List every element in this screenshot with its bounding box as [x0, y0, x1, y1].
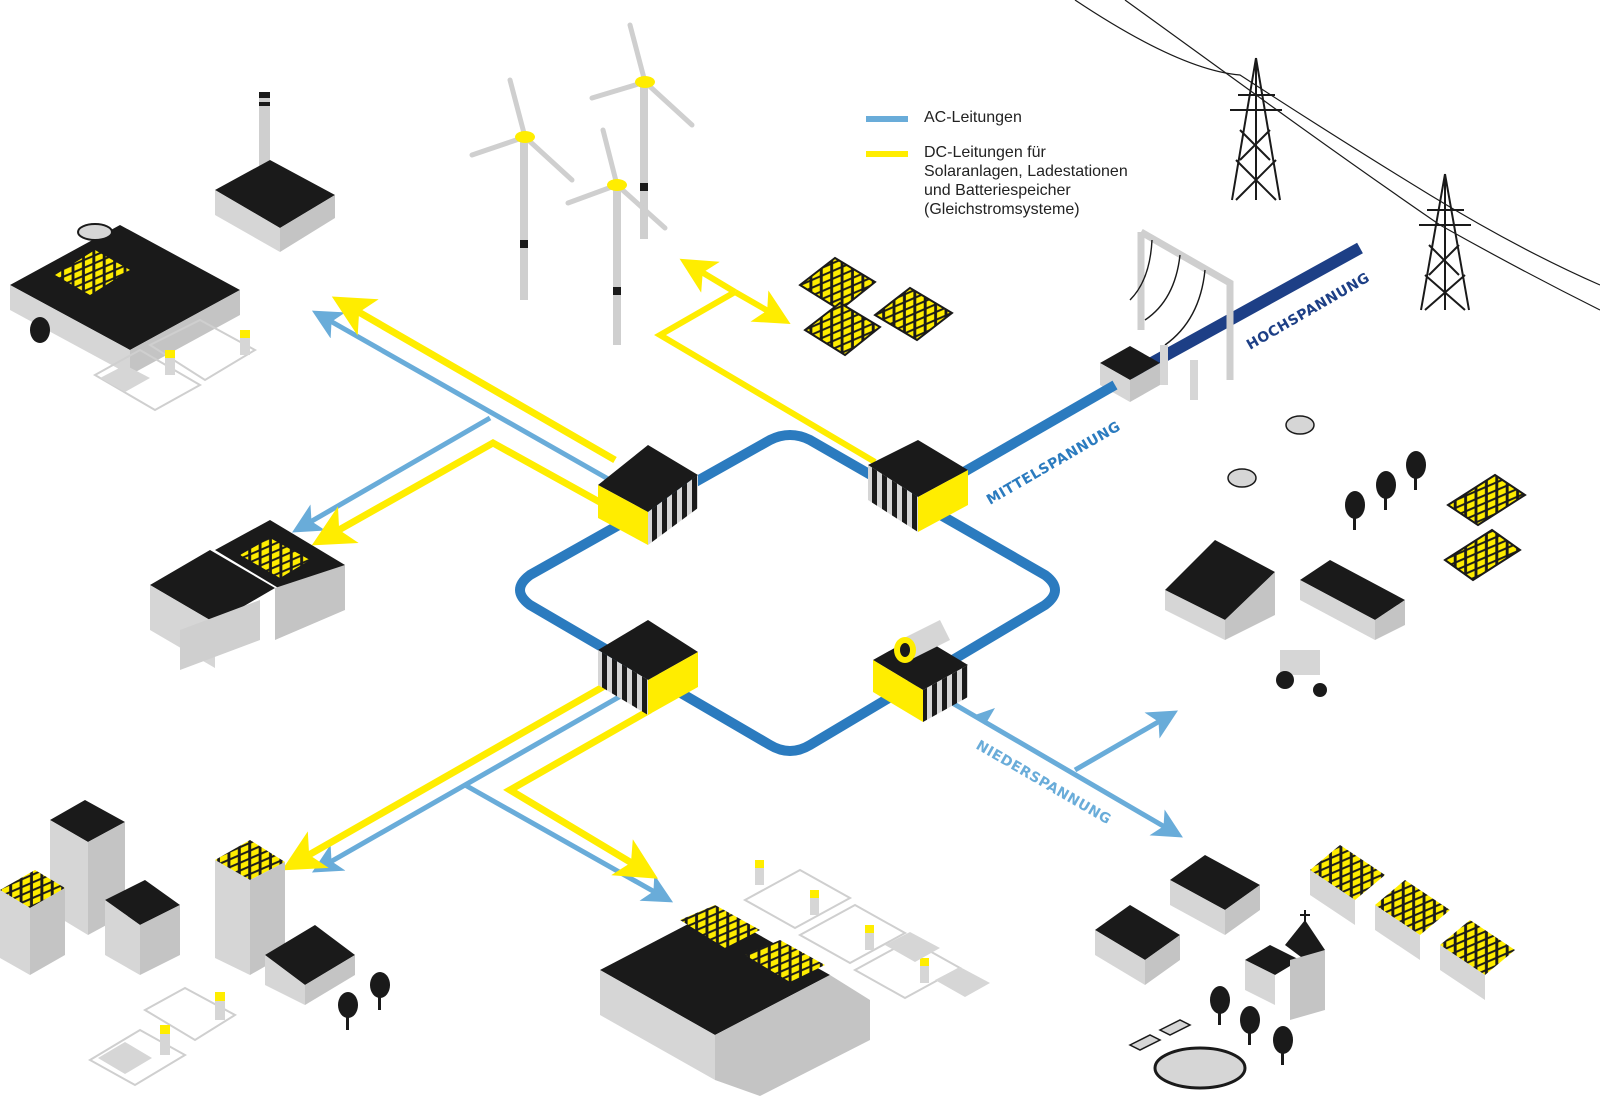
village-benches — [1128, 1019, 1192, 1051]
high-voltage-line — [1127, 242, 1363, 381]
solar-houses — [1310, 845, 1515, 1000]
farmhouse — [1165, 540, 1275, 640]
cows — [1227, 415, 1315, 488]
legend-label-dc-3: und Batteriespeicher — [924, 182, 1071, 199]
legend-label-dc-1: DC-Leitungen für — [924, 144, 1046, 161]
feeder-solar-park-dc — [654, 258, 877, 465]
substation-bottom-right-battery — [873, 620, 968, 722]
trees-city — [338, 972, 390, 1030]
ev-chargers-city — [88, 986, 237, 1087]
shopping-center — [600, 905, 870, 1096]
feeder-top-left-dc — [311, 296, 617, 546]
office-building — [150, 520, 345, 670]
wind-turbine-3 — [565, 127, 668, 345]
wind-turbine-2 — [589, 22, 695, 239]
battery-cylinder-icon — [894, 620, 950, 663]
village-house-2 — [1170, 855, 1260, 935]
feeder-bottom-left-dc — [281, 676, 659, 879]
dc-line-swatch — [866, 151, 908, 157]
city-buildings — [0, 800, 180, 975]
barn — [1300, 560, 1405, 640]
trees-farm — [1345, 451, 1426, 530]
legend-label-dc-2: Solaranlagen, Ladestationen — [924, 163, 1128, 180]
substation-bottom-left — [598, 620, 698, 715]
village-house-1 — [1095, 905, 1180, 985]
village — [1095, 845, 1515, 1090]
factory — [10, 223, 240, 375]
ev-chargers-factory — [92, 318, 258, 412]
medium-voltage-label: MITTELSPANNUNG — [984, 419, 1124, 509]
legend-item-dc: DC-Leitungen für Solaranlagen, Ladestati… — [866, 143, 1128, 219]
village-trees — [1210, 986, 1293, 1065]
village-church — [1245, 910, 1325, 1020]
power-plant — [215, 92, 335, 252]
low-voltage-lines — [928, 687, 1183, 838]
legend-label-ac: AC-Leitungen — [924, 109, 1022, 126]
apartment-tower-with-solar — [215, 840, 285, 975]
residential-house — [265, 925, 355, 1005]
wind-turbines — [469, 22, 695, 345]
overhead-power-lines — [1074, 0, 1600, 311]
solar-park — [798, 256, 954, 357]
substation-top-right — [868, 440, 968, 532]
village-pond — [1153, 1046, 1247, 1090]
substation-top-left — [598, 445, 698, 545]
farm-solar-panels — [1443, 473, 1527, 582]
farm — [1165, 415, 1527, 697]
substation-transformer — [1100, 228, 1234, 402]
ac-line-swatch — [866, 116, 908, 122]
wind-turbine-1 — [469, 77, 575, 300]
medium-voltage-line — [947, 380, 1118, 485]
legend: AC-Leitungen DC-Leitungen für Solaranlag… — [866, 108, 1128, 219]
high-voltage-pylon-1 — [1230, 57, 1282, 201]
high-voltage-pylon-2 — [1419, 173, 1471, 311]
legend-item-ac: AC-Leitungen — [866, 108, 1128, 127]
feeder-top-left-ac — [292, 310, 612, 533]
medium-voltage-ring — [515, 430, 1060, 756]
tractor — [1276, 650, 1327, 697]
feeder-bottom-left-ac — [311, 682, 674, 903]
legend-label-dc-4: (Gleichstromsysteme) — [924, 201, 1080, 218]
ev-chargers-mall — [742, 860, 990, 1000]
